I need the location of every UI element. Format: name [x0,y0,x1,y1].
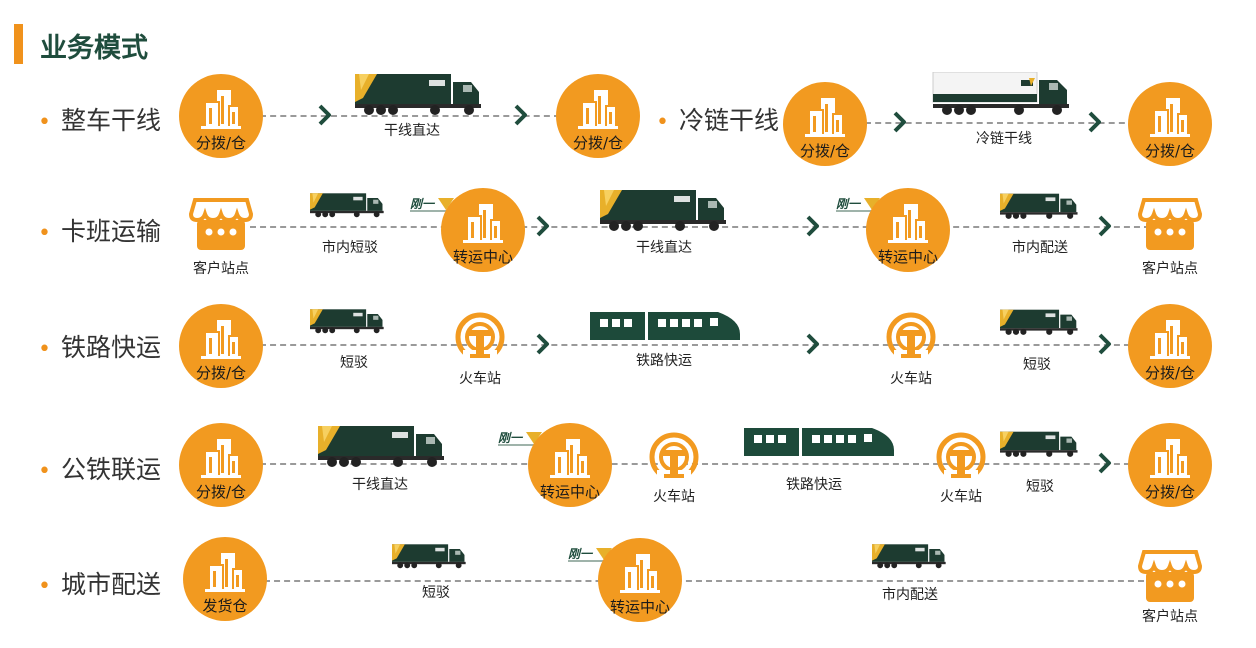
row-label-chengshi: •城市配送 [38,570,161,599]
route-line [250,226,1150,228]
hub-node: 分拨/仓 [179,74,263,158]
chevron-right-icon [1098,215,1112,237]
train-station-icon [884,310,938,364]
chevron-right-icon [318,104,332,126]
hub-node: 转运中心 [441,188,525,272]
chevron-right-icon [1088,111,1102,133]
hub-node: 分拨/仓 [179,304,263,388]
route-caption: 短驳 [422,585,450,601]
node-caption: 火车站 [653,489,695,505]
row-label-zhengche: •整车干线 [38,106,161,135]
title-accent-bar [14,24,23,64]
refrigerated-truck-icon [932,72,1074,116]
truck-icon [1000,426,1080,462]
node-caption: 火车站 [940,489,982,505]
hub-node: 转运中心 [598,538,682,622]
building-icon [203,551,247,595]
route-caption: 短驳 [1026,479,1054,495]
building-icon [1148,96,1192,140]
train-icon [590,310,740,344]
building-icon [199,437,243,481]
row-label-kaban: •卡班运输 [38,217,161,246]
row-label-gongtie: •公铁联运 [38,455,161,484]
store-icon [189,194,253,254]
building-icon [1148,318,1192,362]
chevron-right-icon [514,104,528,126]
node-caption: 火车站 [459,371,501,387]
chevron-right-icon [893,111,907,133]
node-caption: 客户站点 [1142,609,1198,625]
route-caption: 短驳 [1023,357,1051,373]
train-station-icon [934,430,988,484]
building-icon [886,202,930,246]
route-caption: 短驳 [340,355,368,371]
building-icon [803,96,847,140]
building-icon [1148,437,1192,481]
route-caption: 市内短驳 [322,240,378,256]
route-line [260,115,560,117]
chevron-right-icon [536,333,550,355]
truck-icon [354,72,486,116]
hub-node: 分拨/仓 [556,74,640,158]
chevron-right-icon [806,215,820,237]
train-icon [744,426,894,460]
route-line [865,122,1135,124]
hub-node: 分拨/仓 [1128,423,1212,507]
building-icon [548,437,592,481]
truck-icon [872,540,948,572]
truck-icon [1000,190,1080,222]
hub-node: 分拨/仓 [1128,82,1212,166]
route-line [260,344,1140,346]
route-caption: 市内配送 [882,587,938,603]
building-icon [199,88,243,132]
hub-node: 分拨/仓 [783,82,867,166]
node-caption: 客户站点 [1142,261,1198,277]
hub-node: 转运中心 [866,188,950,272]
building-icon [618,552,662,596]
route-caption: 铁路快运 [636,353,692,369]
hub-node: 转运中心 [528,423,612,507]
store-icon [1138,194,1202,254]
chevron-right-icon [806,333,820,355]
route-caption: 干线直达 [636,240,692,256]
route-line [260,463,1140,465]
truck-icon [1000,306,1080,338]
building-icon [576,88,620,132]
route-caption: 市内配送 [1012,240,1068,256]
chevron-right-icon [536,215,550,237]
route-caption: 干线直达 [384,123,440,139]
store-icon [1138,546,1202,606]
route-caption: 冷链干线 [976,131,1032,147]
truck-icon [392,540,468,572]
hub-node: 分拨/仓 [179,423,263,507]
truck-icon [310,424,456,468]
row-label-tielu: •铁路快运 [38,333,161,362]
building-icon [199,318,243,362]
building-icon [461,202,505,246]
route-line [264,580,1144,582]
truck-icon [592,188,738,232]
truck-icon [310,306,386,336]
truck-icon [310,190,386,220]
node-caption: 客户站点 [193,261,249,277]
route-caption: 铁路快运 [786,477,842,493]
train-station-icon [647,430,701,484]
row-label-lenglian: •冷链干线 [656,106,779,135]
route-caption: 干线直达 [352,477,408,493]
chevron-right-icon [1098,452,1112,474]
train-station-icon [453,310,507,364]
hub-node: 发货仓 [183,537,267,621]
chevron-right-icon [1098,333,1112,355]
node-caption: 火车站 [890,371,932,387]
hub-node: 分拨/仓 [1128,304,1212,388]
page-title: 业务模式 [40,33,148,64]
